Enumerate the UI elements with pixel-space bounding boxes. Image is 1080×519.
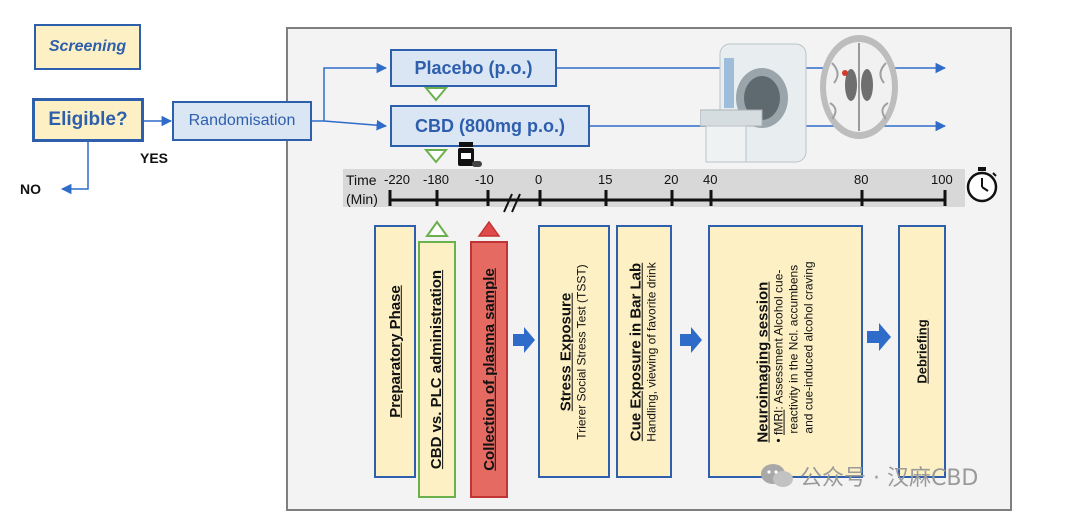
- eligible-label: Eligible?: [48, 109, 128, 130]
- stress-exposure-sub: Trierer Social Stress Test (TSST): [575, 263, 589, 440]
- chevron-right-icon: [513, 327, 535, 353]
- randomisation-box: Randomisation: [172, 101, 312, 141]
- tick-label: 15: [598, 172, 613, 187]
- placebo-label: Placebo (p.o.): [414, 57, 533, 78]
- tick-label: 80: [854, 172, 869, 187]
- timeline-time-label: Time: [346, 172, 377, 188]
- chevron-right-icon: [680, 327, 702, 353]
- tick-label: -180: [423, 172, 450, 187]
- stopwatch-icon: [966, 167, 998, 203]
- eligible-box: Eligible?: [32, 98, 144, 142]
- cbd-label: CBD (800mg p.o.): [414, 115, 565, 136]
- cbd-dose-marker: [424, 149, 448, 164]
- tick-label: -220: [384, 172, 411, 187]
- watermark: 公众号 · 汉麻CBD: [760, 460, 978, 492]
- tick-label: 20: [664, 172, 679, 187]
- wechat-icon: [761, 464, 793, 487]
- administration-label: CBD vs. PLC administration: [428, 269, 446, 470]
- plasma-sample-label: Collection of plasma sample: [480, 268, 498, 471]
- administration-marker: [425, 220, 449, 237]
- fmri-label: fMRI: [771, 409, 786, 435]
- neuroimaging-box: Neuroimaging session • fMRI: Assessment …: [708, 225, 863, 478]
- administration-box: CBD vs. PLC administration: [418, 241, 456, 498]
- chevron-right-icon: [867, 323, 891, 351]
- neuroimaging-line1-rest: : Assessment Alcohol cue-: [771, 269, 786, 410]
- yes-label: YES: [140, 150, 169, 166]
- placebo-dose-marker: [424, 87, 448, 102]
- screening-label: Screening: [48, 38, 127, 55]
- placebo-box: Placebo (p.o.): [390, 49, 557, 87]
- tick-label: -10: [475, 172, 494, 187]
- debriefing-box: Debriefing: [898, 225, 946, 478]
- plasma-sample-box: Collection of plasma sample: [470, 241, 508, 498]
- neuroimaging-line3: and cue-induced alcohol craving: [801, 260, 816, 434]
- cue-exposure-sub: Handling, viewing of favorite drink: [645, 261, 659, 442]
- preparatory-phase-box: Preparatory Phase: [374, 225, 416, 478]
- cue-exposure-box: Cue Exposure in Bar Lab Handling, viewin…: [616, 225, 672, 478]
- stress-exposure-title: Stress Exposure: [558, 292, 575, 411]
- cbd-box: CBD (800mg p.o.): [390, 105, 590, 147]
- stress-exposure-box: Stress Exposure Trierer Social Stress Te…: [538, 225, 610, 478]
- pill-bottle-icon: [458, 142, 482, 167]
- neuroimaging-line2: reactivity in the Ncl. accumbens: [786, 264, 801, 434]
- screening-box: Screening: [34, 24, 141, 70]
- neuroimaging-title: Neuroimaging session: [754, 281, 772, 443]
- plasma-marker: [477, 220, 501, 237]
- watermark-text: 公众号 · 汉麻CBD: [800, 466, 979, 491]
- tick-label: 0: [535, 172, 543, 187]
- randomisation-label: Randomisation: [188, 112, 296, 129]
- debriefing-label: Debriefing: [914, 319, 930, 384]
- neuroimaging-line1: • fMRI: Assessment Alcohol cue-: [771, 269, 786, 443]
- cue-exposure-title: Cue Exposure in Bar Lab: [628, 262, 645, 441]
- mri-scanner-icon: [700, 43, 807, 163]
- no-label: NO: [20, 181, 41, 197]
- brain-slice-icon: [820, 35, 898, 139]
- preparatory-phase-label: Preparatory Phase: [386, 285, 404, 418]
- tick-label: 40: [703, 172, 718, 187]
- timeline-min-label: (Min): [346, 191, 378, 207]
- tick-label: 100: [931, 172, 953, 187]
